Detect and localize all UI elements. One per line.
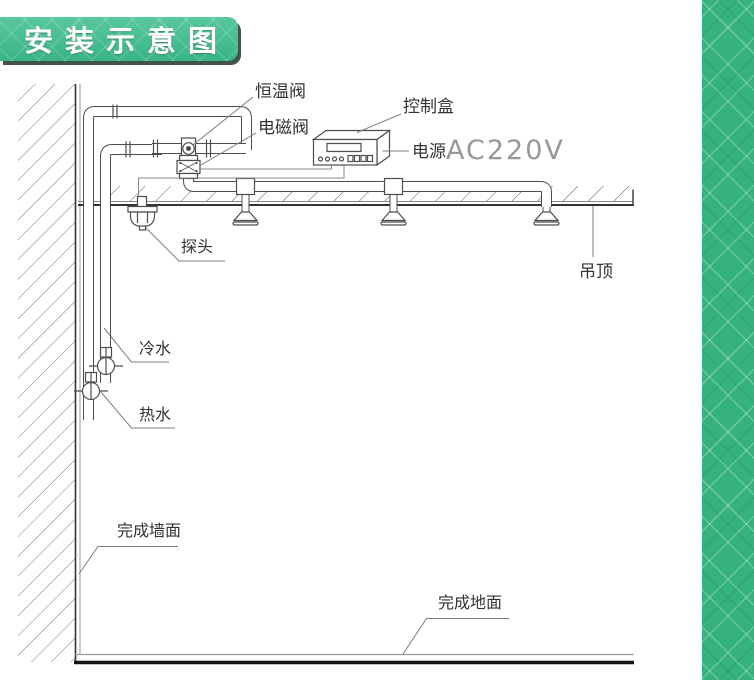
hot-water-valve bbox=[74, 371, 108, 401]
solenoid-wire bbox=[199, 165, 332, 170]
diagram-labels: 恒温阀 电磁阀 控制盒 电源 AC220V 探头 吊顶 冷水 热水 完成墙面 完… bbox=[117, 82, 613, 612]
thermostatic-valve bbox=[180, 137, 197, 160]
control-box bbox=[311, 129, 392, 167]
floor bbox=[74, 653, 634, 665]
leader-lines bbox=[78, 96, 594, 655]
sprinkler-nozzle bbox=[380, 211, 407, 226]
cold-water-valve bbox=[89, 346, 123, 376]
label-hot-water: 热水 bbox=[139, 406, 171, 424]
label-probe: 探头 bbox=[181, 238, 213, 256]
sensor-probe bbox=[127, 195, 158, 231]
control-box-display bbox=[326, 142, 362, 153]
label-control-box: 控制盒 bbox=[403, 97, 454, 116]
decorative-side-panel bbox=[702, 0, 754, 680]
page-title: 安装示意图 bbox=[24, 26, 230, 58]
mixed-output-pipe bbox=[183, 175, 552, 207]
wall bbox=[18, 84, 81, 662]
sprinkler-nozzle bbox=[232, 211, 259, 226]
label-finished-wall: 完成墙面 bbox=[117, 522, 181, 540]
label-solenoid-valve: 电磁阀 bbox=[258, 118, 309, 137]
label-power-value: AC220V bbox=[446, 135, 565, 166]
title-banner: 安装示意图 bbox=[0, 17, 238, 61]
probe-wire bbox=[138, 165, 345, 197]
solenoid-valve bbox=[176, 154, 201, 180]
control-wires bbox=[138, 165, 345, 197]
tee-fittings bbox=[235, 177, 404, 196]
label-power-prefix: 电源 bbox=[412, 142, 446, 161]
sprinkler-nozzle bbox=[533, 211, 560, 226]
valve-knob-center bbox=[186, 146, 191, 151]
wall-hatching bbox=[18, 84, 75, 662]
cold-supply-pipe bbox=[83, 106, 252, 420]
label-cold-water: 冷水 bbox=[139, 340, 171, 358]
pipe-flanges bbox=[112, 104, 212, 158]
label-thermostatic-valve: 恒温阀 bbox=[255, 82, 306, 101]
label-finished-floor: 完成地面 bbox=[438, 594, 502, 612]
hot-supply-pipe bbox=[100, 144, 162, 383]
label-ceiling: 吊顶 bbox=[579, 262, 613, 281]
